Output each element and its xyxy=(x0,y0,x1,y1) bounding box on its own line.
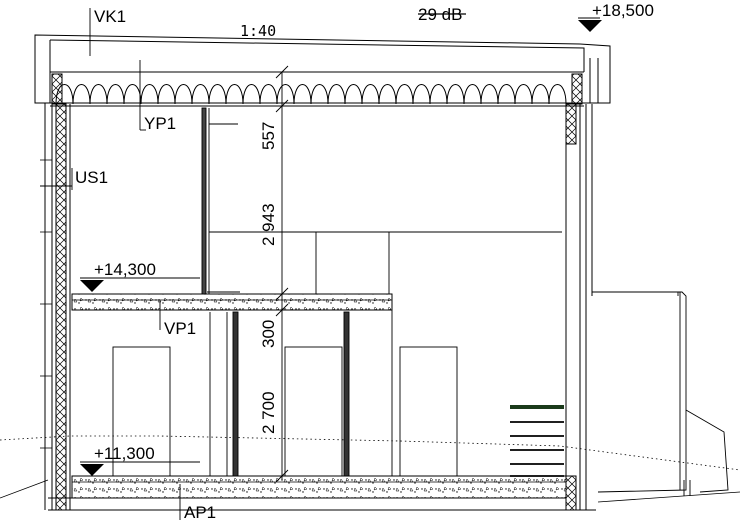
door-3 xyxy=(399,346,458,477)
level-ground-label: +11,300 xyxy=(94,444,155,463)
label-vp1: VP1 xyxy=(164,319,196,338)
ground-slope-left xyxy=(0,479,49,499)
level-marker-roof xyxy=(578,17,602,32)
scale-label: 1:40 xyxy=(240,22,276,40)
mid-floor-slab xyxy=(71,293,393,476)
door-2 xyxy=(284,346,343,477)
ground-slope-right xyxy=(597,491,740,503)
label-ap1: AP1 xyxy=(184,503,216,522)
roof-assembly xyxy=(34,34,611,107)
level-marker-ground xyxy=(80,461,200,476)
label-us1: US1 xyxy=(75,168,108,187)
right-wall xyxy=(565,103,593,511)
dim-300: 300 xyxy=(259,320,278,348)
dim-2943: 2 943 xyxy=(259,203,278,246)
dim-2700: 2 700 xyxy=(259,391,278,434)
level-roof-label: +18,500 xyxy=(592,1,654,20)
terrain-line xyxy=(0,435,740,471)
upper-interior xyxy=(201,107,562,295)
left-wall xyxy=(40,103,71,511)
level-marker-mid xyxy=(80,277,200,292)
dimension-line xyxy=(275,65,289,483)
adjacent-building xyxy=(592,291,729,496)
acoustic-label: 29 dB xyxy=(418,5,462,24)
door-1 xyxy=(112,346,171,477)
level-mid-label: +14,300 xyxy=(94,260,156,279)
dim-557: 557 xyxy=(259,122,278,150)
label-vk1: VK1 xyxy=(94,7,126,26)
label-yp1: YP1 xyxy=(144,114,176,133)
ground-slab xyxy=(48,475,596,511)
leader-lines xyxy=(40,8,181,520)
lower-interior xyxy=(112,311,564,477)
